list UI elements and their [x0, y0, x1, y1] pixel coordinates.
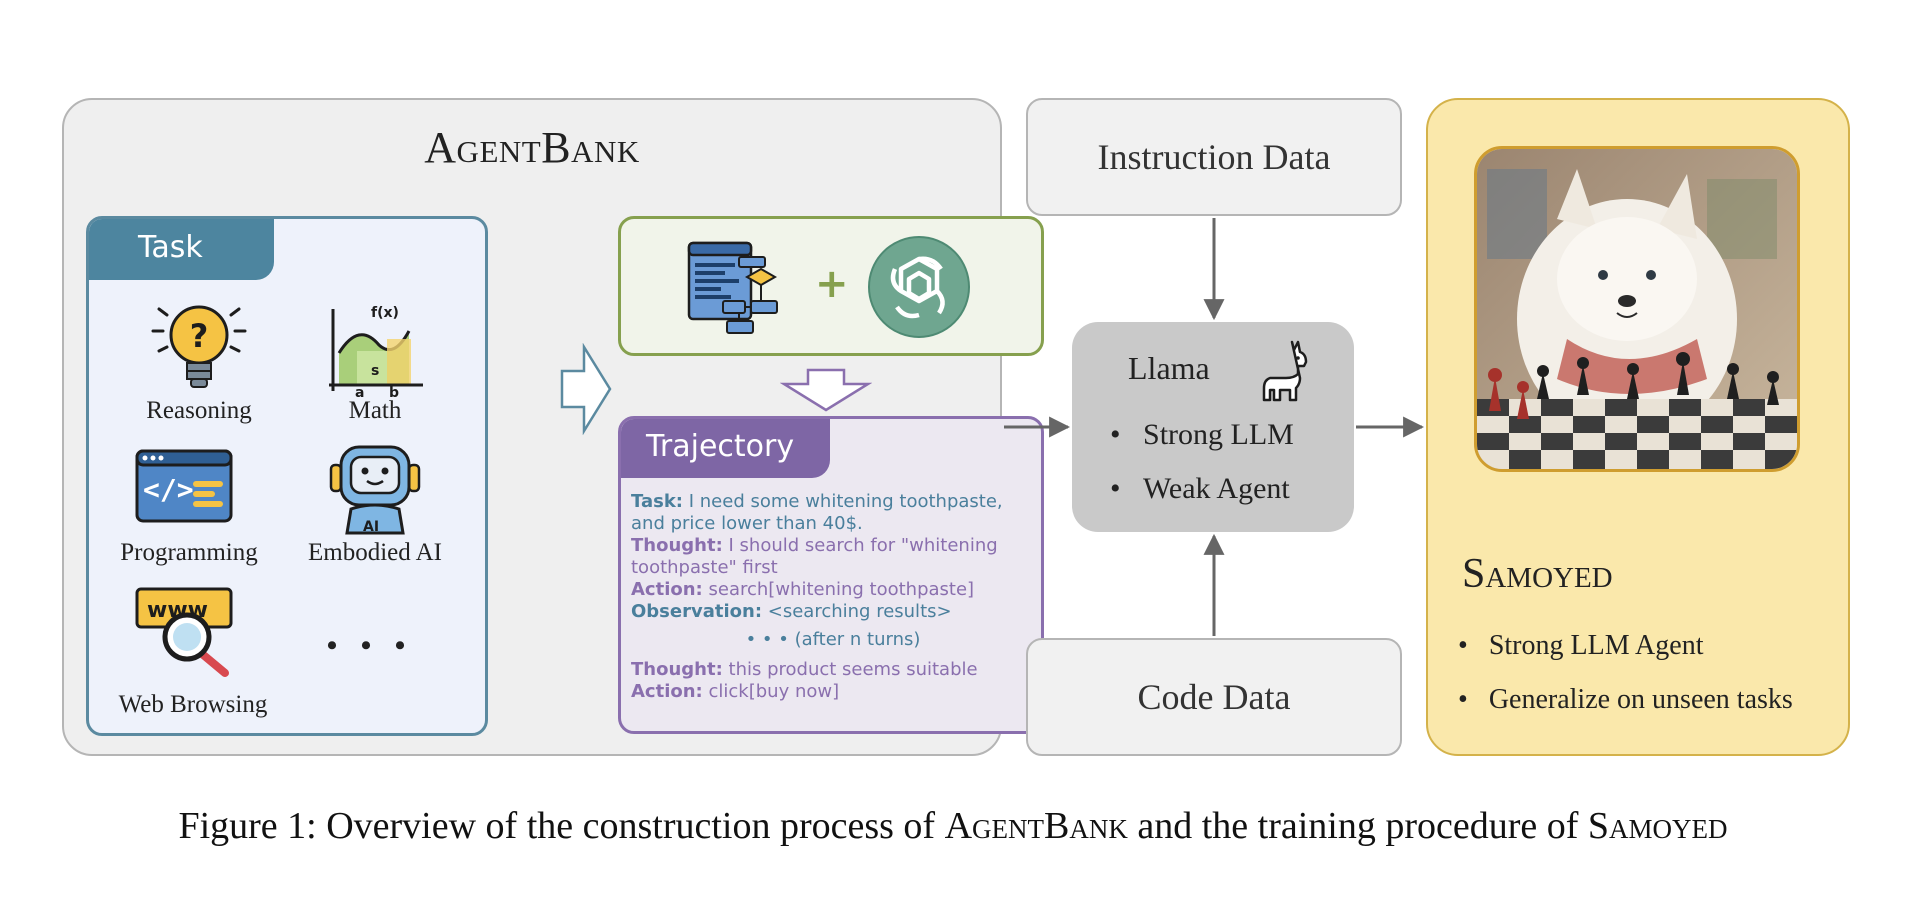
- llama-item-weak-agent: • Weak Agent: [1110, 472, 1290, 505]
- figure-caption: Figure 1: Overview of the construction p…: [178, 805, 1728, 847]
- task-label-embodied-ai: Embodied AI: [307, 539, 442, 566]
- llama-icon: [1258, 338, 1314, 407]
- samoyed-title: Samoyed: [1462, 551, 1613, 597]
- math-chart-icon: f(x) s a b: [319, 301, 429, 401]
- trajectory-box: Trajectory Task: I need some whitening t…: [618, 416, 1044, 734]
- code-data-box: Code Data: [1026, 638, 1402, 756]
- plus-sign: +: [815, 261, 849, 307]
- trajectory-line-task: Task: I need some whitening toothpaste, …: [631, 491, 1003, 534]
- samoyed-panel: Samoyed • Strong LLM Agent • Generalize …: [1426, 98, 1850, 756]
- openai-logo-icon: [867, 235, 971, 344]
- task-label-web-browsing: Web Browsing: [118, 691, 268, 718]
- svg-text:</>: </>: [143, 473, 194, 506]
- trajectory-line-action: Action: search[whitening toothpaste]: [631, 579, 975, 600]
- trajectory-line-final-action: Action: click[buy now]: [631, 681, 840, 702]
- trajectory-line-observation: Observation: <searching results>: [631, 601, 952, 622]
- generation-box: +: [618, 216, 1044, 356]
- hollow-arrow-down-icon: [779, 368, 873, 417]
- task-box: Task ? Reasoning: [86, 216, 488, 736]
- llama-item-strong-llm: • Strong LLM: [1110, 418, 1294, 451]
- svg-text:s: s: [371, 363, 379, 379]
- llama-box: Llama • Strong LLM • Weak Agent: [1072, 322, 1354, 532]
- agentbank-panel: AgentBank Task ? Reasoning: [62, 98, 1044, 756]
- task-label-math: Math: [348, 397, 402, 424]
- trajectory-line-thought: Thought: I should search for "whitening …: [631, 535, 998, 578]
- task-label-programming: Programming: [120, 539, 258, 566]
- task-tab: Task: [89, 219, 274, 280]
- svg-text:b: b: [389, 385, 399, 397]
- trajectory-line-final-thought: Thought: this product seems suitable: [631, 659, 978, 680]
- trajectory-turns: • • • (after n turns): [745, 629, 921, 650]
- llama-title: Llama: [1128, 350, 1210, 386]
- trajectory-text: Task: I need some whitening toothpaste, …: [631, 491, 1035, 703]
- robot-icon: AI: [327, 437, 423, 537]
- flowchart-code-icon: [687, 239, 783, 344]
- lightbulb-icon: ?: [129, 295, 269, 395]
- svg-text:?: ?: [190, 317, 209, 355]
- task-label-reasoning: Reasoning: [146, 397, 252, 424]
- samoyed-item-generalize: • Generalize on unseen tasks: [1458, 684, 1793, 715]
- samoyed-image: [1474, 146, 1800, 472]
- code-window-icon: </>: [135, 447, 235, 527]
- hollow-arrow-right-icon: [560, 342, 612, 440]
- svg-text:a: a: [355, 385, 364, 397]
- task-ellipsis: • • •: [326, 629, 414, 662]
- trajectory-tab: Trajectory: [621, 419, 830, 478]
- web-search-icon: www: [135, 587, 235, 677]
- agentbank-title: AgentBank: [424, 123, 640, 172]
- instruction-data-box: Instruction Data: [1026, 98, 1402, 216]
- math-fx-text: f(x): [371, 305, 399, 321]
- svg-text:AI: AI: [363, 519, 379, 535]
- samoyed-item-strong-llm-agent: • Strong LLM Agent: [1458, 630, 1704, 661]
